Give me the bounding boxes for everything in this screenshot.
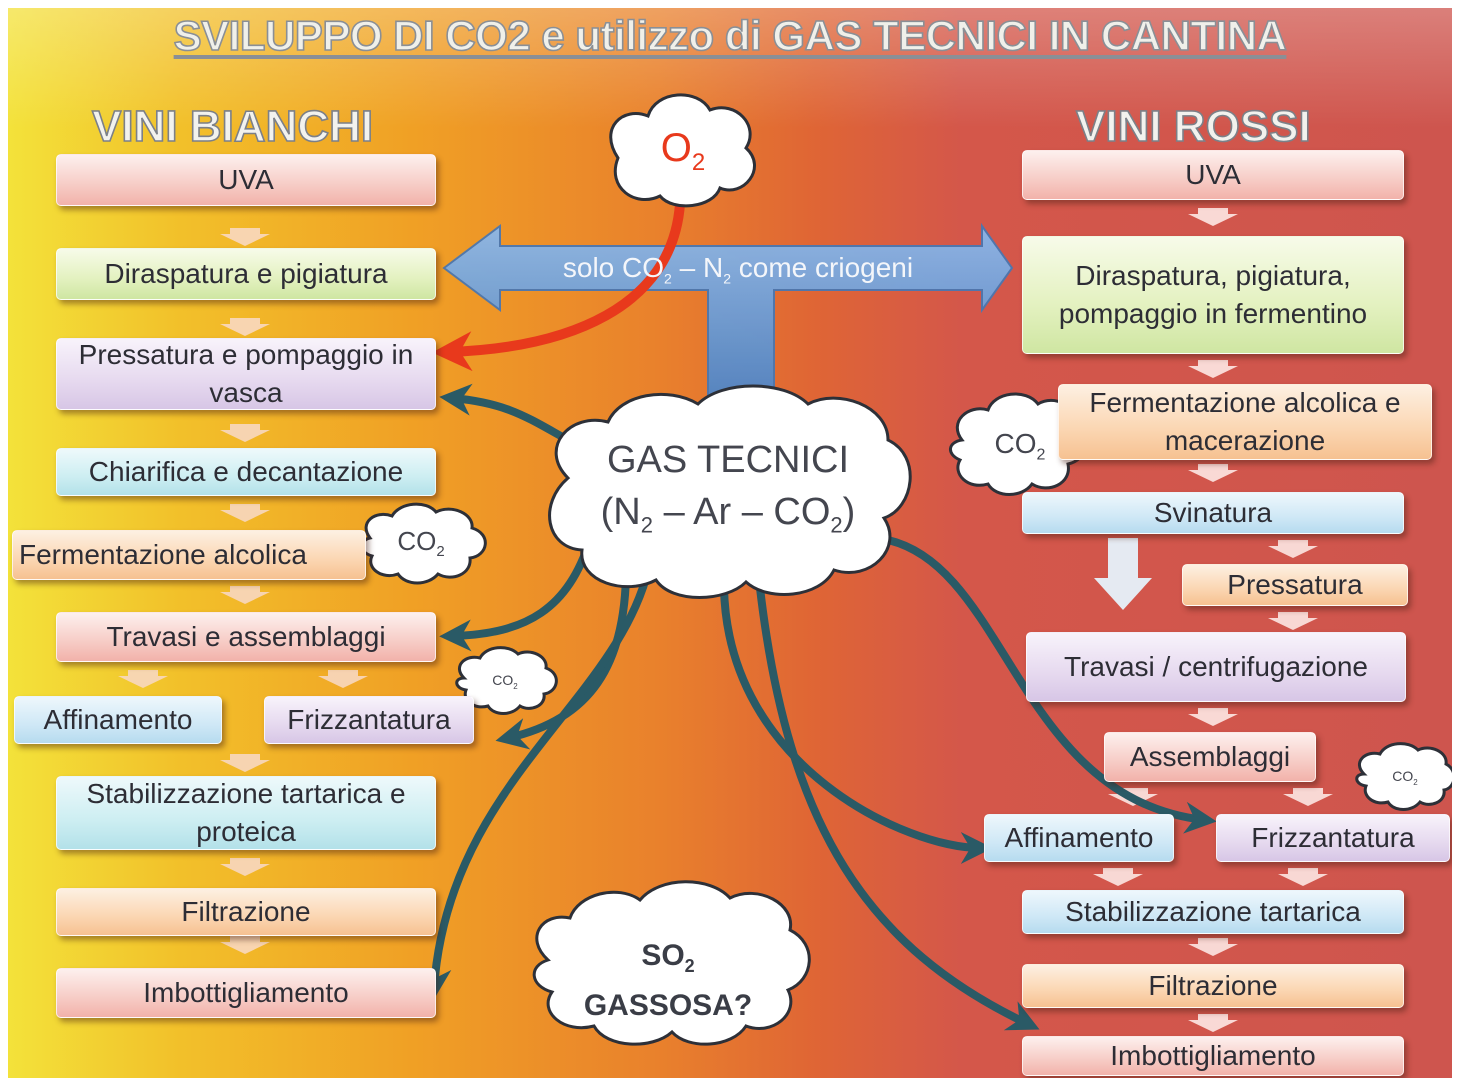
red-step-stabilizzazione: Stabilizzazione tartarica [1022, 890, 1404, 934]
red-step-svinatura: Svinatura [1022, 492, 1404, 534]
white-step-fermentazione: Fermentazione alcolica [12, 530, 366, 580]
o2-label: O2 [660, 126, 706, 176]
red-step-travasi: Travasi / centrifugazione [1026, 632, 1406, 702]
white-step-stabilizzazione: Stabilizzazione tartarica e proteica [56, 776, 436, 850]
red-step-pressatura: Pressatura [1182, 564, 1408, 606]
heading-white-wines: VINI BIANCHI [91, 101, 374, 152]
red-step-affinamento: Affinamento [984, 814, 1174, 862]
o2-arrow [432, 203, 685, 372]
co2-label-red-frizzantatura: CO2 [1392, 768, 1418, 787]
clouds [360, 93, 1452, 1046]
heading-red-wines: VINI ROSSI [1075, 101, 1311, 152]
diagram-graphics [118, 93, 1452, 1046]
diagram-title: SVILUPPO DI CO2 e utilizzo di GAS TECNIC… [173, 11, 1288, 60]
white-flow-connectors [118, 228, 368, 954]
white-step-uva: UVA [56, 154, 436, 206]
red-flow-connectors [1093, 208, 1333, 1032]
white-step-imbottigliamento: Imbottigliamento [56, 968, 436, 1018]
red-step-diraspatura: Diraspatura, pigiatura, pompaggio in fer… [1022, 236, 1404, 354]
gas-tecnici-label: GAS TECNICI (N2 – Ar – CO2) [600, 439, 856, 538]
red-step-filtrazione: Filtrazione [1022, 964, 1404, 1008]
red-step-uva: UVA [1022, 150, 1404, 200]
cryogenic-label: solo CO2 – N2 come criogeni [562, 252, 914, 287]
cryogenic-double-arrow [442, 222, 1014, 399]
co2-label-red-fermentation: CO2 [994, 428, 1046, 464]
so2-cloud [532, 880, 811, 1046]
o2-cloud [609, 93, 756, 208]
white-step-diraspatura: Diraspatura e pigiatura [56, 248, 436, 300]
so2-label: SO2 GASSOSA? [583, 939, 753, 1022]
co2-label-white-fermentation: CO2 [397, 526, 445, 561]
red-step-frizzantatura: Frizzantatura [1216, 814, 1450, 862]
white-step-filtrazione: Filtrazione [56, 888, 436, 936]
gas-tecnici-cloud [548, 384, 912, 599]
red-step-fermentazione: Fermentazione alcolica e macerazione [1058, 384, 1432, 460]
co2-cloud-white-fermentation [360, 502, 487, 585]
white-step-affinamento: Affinamento [14, 696, 222, 744]
red-step-assemblaggi: Assemblaggi [1104, 732, 1316, 782]
diagram-canvas: SVILUPPO DI CO2 e utilizzo di GAS TECNIC… [8, 8, 1452, 1078]
white-step-frizzantatura: Frizzantatura [264, 696, 474, 744]
co2-cloud-red-frizzantatura [1355, 742, 1452, 811]
white-step-travasi: Travasi e assemblaggi [56, 612, 436, 662]
co2-cloud-red-fermentation [949, 392, 1088, 496]
white-step-pressatura: Pressatura e pompaggio in vasca [56, 338, 436, 410]
co2-label-white-frizzantatura: CO2 [492, 672, 518, 691]
red-step-imbottigliamento: Imbottigliamento [1022, 1036, 1404, 1076]
gas-arrows [419, 383, 1217, 1031]
white-step-chiarifica: Chiarifica e decantazione [56, 448, 436, 496]
